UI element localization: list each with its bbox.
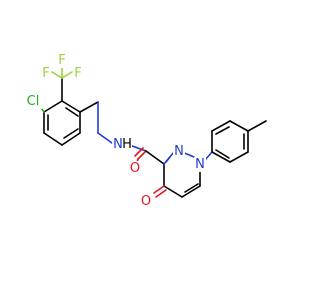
label-H: H (122, 137, 132, 152)
label-N1: N (195, 157, 205, 172)
atom-N1: N (194, 157, 206, 172)
bond (215, 126, 230, 135)
atom-labels: Cl F F F N H O N N (24, 53, 206, 209)
atom-NH: N H (112, 137, 132, 152)
atom-Cl: Cl (24, 94, 42, 109)
label-O1: O (130, 161, 140, 176)
bond (61, 132, 81, 146)
bond-N1 (204, 151, 213, 161)
bond (211, 120, 231, 132)
atom-O1: O (129, 161, 141, 176)
bond (163, 185, 183, 198)
bond (247, 120, 267, 132)
bond (43, 100, 63, 113)
label-O2: O (141, 194, 151, 209)
bond (145, 150, 165, 165)
bond (211, 151, 231, 163)
bond-F (51, 71, 63, 79)
bond (61, 100, 81, 113)
bond-N2 (165, 156, 171, 163)
bond (63, 128, 79, 139)
bond (229, 151, 249, 163)
bond (65, 107, 79, 117)
bond-O1 (137, 150, 147, 160)
bond (184, 183, 199, 193)
atom-F2: F (57, 53, 67, 68)
bond-F (61, 71, 73, 79)
chemical-structure-diagram: Cl F F F N H O N N (24, 53, 267, 209)
atom-N2: N (173, 144, 185, 159)
bond-NH (97, 132, 113, 144)
label-F3: F (74, 66, 81, 81)
atom-F1: F (41, 66, 51, 81)
bond (43, 132, 63, 146)
label-F1: F (42, 66, 49, 81)
bond (229, 120, 249, 132)
label-N: N (113, 137, 123, 152)
bond-O2 (153, 185, 165, 194)
bond-O2 (155, 189, 167, 198)
bond (181, 185, 201, 198)
label-F2: F (58, 53, 65, 68)
atom-F3: F (73, 66, 83, 81)
label-Cl: Cl (27, 94, 40, 109)
bond (215, 149, 230, 159)
atom-O2: O (140, 194, 152, 209)
bond-O1 (134, 147, 144, 157)
bonds (37, 66, 267, 198)
label-N2: N (174, 144, 184, 159)
bond (79, 101, 99, 113)
